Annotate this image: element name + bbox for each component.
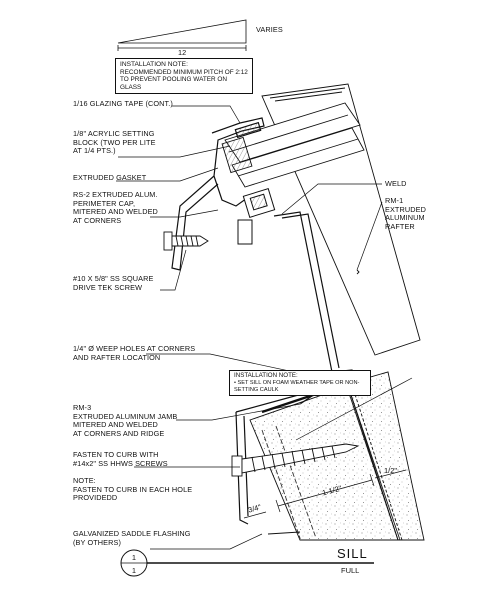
gasket [237,188,276,245]
label-weep-holes: 1/4" Ø WEEP HOLES AT CORNERS AND RAFTER … [73,344,196,362]
label-line: #14x2" SS HHWS SCREWS [73,458,168,468]
perimeter-cap-rs2 [171,117,265,271]
label-line: AT CORNERS AND RIDGE [73,428,165,438]
curb [249,371,425,541]
label-line: RM-3 [73,403,92,412]
tek-screw [163,231,209,251]
label-line: FASTEN TO CURB IN EACH HOLE [73,484,193,494]
slope-indicator [117,19,247,51]
dimension-1-2: 1/2" [384,466,398,475]
label-line: 1/8" ACRYLIC SETTING [73,129,155,138]
label-line: ALUMINUM [385,213,425,223]
label-jamb: RM-3 EXTRUDED ALUMINUM JAMB MITERED AND … [73,403,178,438]
note-bullet: • [234,379,236,386]
label-line: BLOCK (TWO PER LITE [73,137,156,147]
label-saddle: GALVANIZED SADDLE FLASHING (BY OTHERS) [73,529,191,547]
label-perimeter-cap: RS-2 EXTRUDED ALUM. PERIMETER CAP, MITER… [73,190,158,225]
label-gasket: EXTRUDED GASKET [73,173,147,182]
label-note: NOTE: FASTEN TO CURB IN EACH HOLE PROVID… [73,476,193,503]
label-line: #10 X 5/8" SS SQUARE [73,274,154,283]
slope-rise-label: VARIES [256,25,283,34]
dimension-lines [243,469,407,519]
label-line: DRIVE TEK SCREW [73,282,143,292]
glazing-glass [221,102,365,188]
note-title: INSTALLATION NOTE: [234,372,298,379]
label-setting-block: 1/8" ACRYLIC SETTING BLOCK (TWO PER LITE… [73,129,156,156]
note-title: INSTALLATION NOTE: [120,61,188,68]
label-line: EXTRUDED [385,204,426,214]
label-line: FASTEN TO CURB WITH [73,450,159,459]
detail-title: SILL [337,546,368,561]
label-line: 1/4" Ø WEEP HOLES AT CORNERS [73,344,196,353]
saddle-flashing [267,531,301,535]
label-glazing-tape: 1/16 GLAZING TAPE (CONT.) [73,99,173,108]
label-fasten: FASTEN TO CURB WITH #14x2" SS HHWS SCREW… [73,450,168,468]
label-line: AT CORNERS [73,215,122,225]
label-screw: #10 X 5/8" SS SQUARE DRIVE TEK SCREW [73,274,154,292]
note-text: RECOMMENDED MINIMUM PITCH OF 2:12 TO PRE… [120,68,248,91]
slope-run-label: 12 [178,48,187,57]
curb-screw [231,443,360,477]
label-line: RS-2 EXTRUDED ALUM. [73,190,158,199]
label-rafter: RM-1 EXTRUDED ALUMINUM RAFTER [385,196,426,231]
note-text: SET SILL ON FOAM WEATHER TAPE OR NON-SET… [234,379,360,393]
label-line: NOTE: [73,476,96,485]
label-line: MITERED AND WELDED [73,207,158,217]
leader-lines [116,105,413,550]
label-line: (BY OTHERS) [73,537,121,547]
label-line: PERIMETER CAP, [73,198,136,208]
label-line: RAFTER [385,221,415,231]
label-line: EXTRUDED ALUMINUM JAMB [73,411,178,421]
label-line: RM-1 [385,196,404,205]
installation-note-top: INSTALLATION NOTE: RECOMMENDED MINIMUM P… [115,58,253,95]
label-line: PROVIDEDD [73,493,118,503]
label-line: MITERED AND WELDED [73,420,158,430]
label-line: AND RAFTER LOCATION [73,352,161,362]
sheet-number: 1 [131,566,137,575]
label-line: GALVANIZED SADDLE FLASHING [73,529,191,538]
title-block [120,549,374,577]
label-line: AT 1/4 PTS.) [73,146,116,156]
installation-note-mid: INSTALLATION NOTE: • SET SILL ON FOAM WE… [229,370,371,397]
detail-scale: FULL [341,566,360,575]
detail-number: 1 [131,553,137,562]
label-weld: WELD [385,179,407,188]
